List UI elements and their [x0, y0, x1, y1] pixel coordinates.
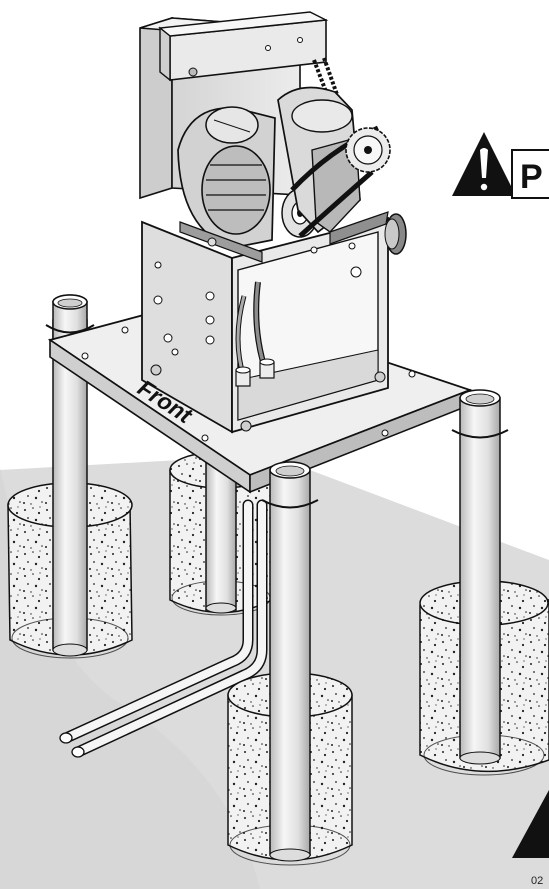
warning-heading-letter: P	[520, 158, 543, 196]
post-back-left	[52, 294, 88, 657]
post-clamp-back-left	[45, 324, 95, 334]
warning-triangle-icon: P	[452, 132, 549, 199]
post-front-center	[261, 461, 319, 862]
page-number: 02	[531, 875, 543, 887]
post-back-right	[205, 459, 237, 614]
operator-frame	[141, 216, 389, 434]
post-front-right	[451, 389, 509, 765]
conduit-pipes	[59, 499, 268, 758]
gear-reducer	[277, 86, 407, 278]
ground-shadow-left	[0, 468, 260, 889]
warning-triangle-icon-bottom	[512, 790, 549, 858]
